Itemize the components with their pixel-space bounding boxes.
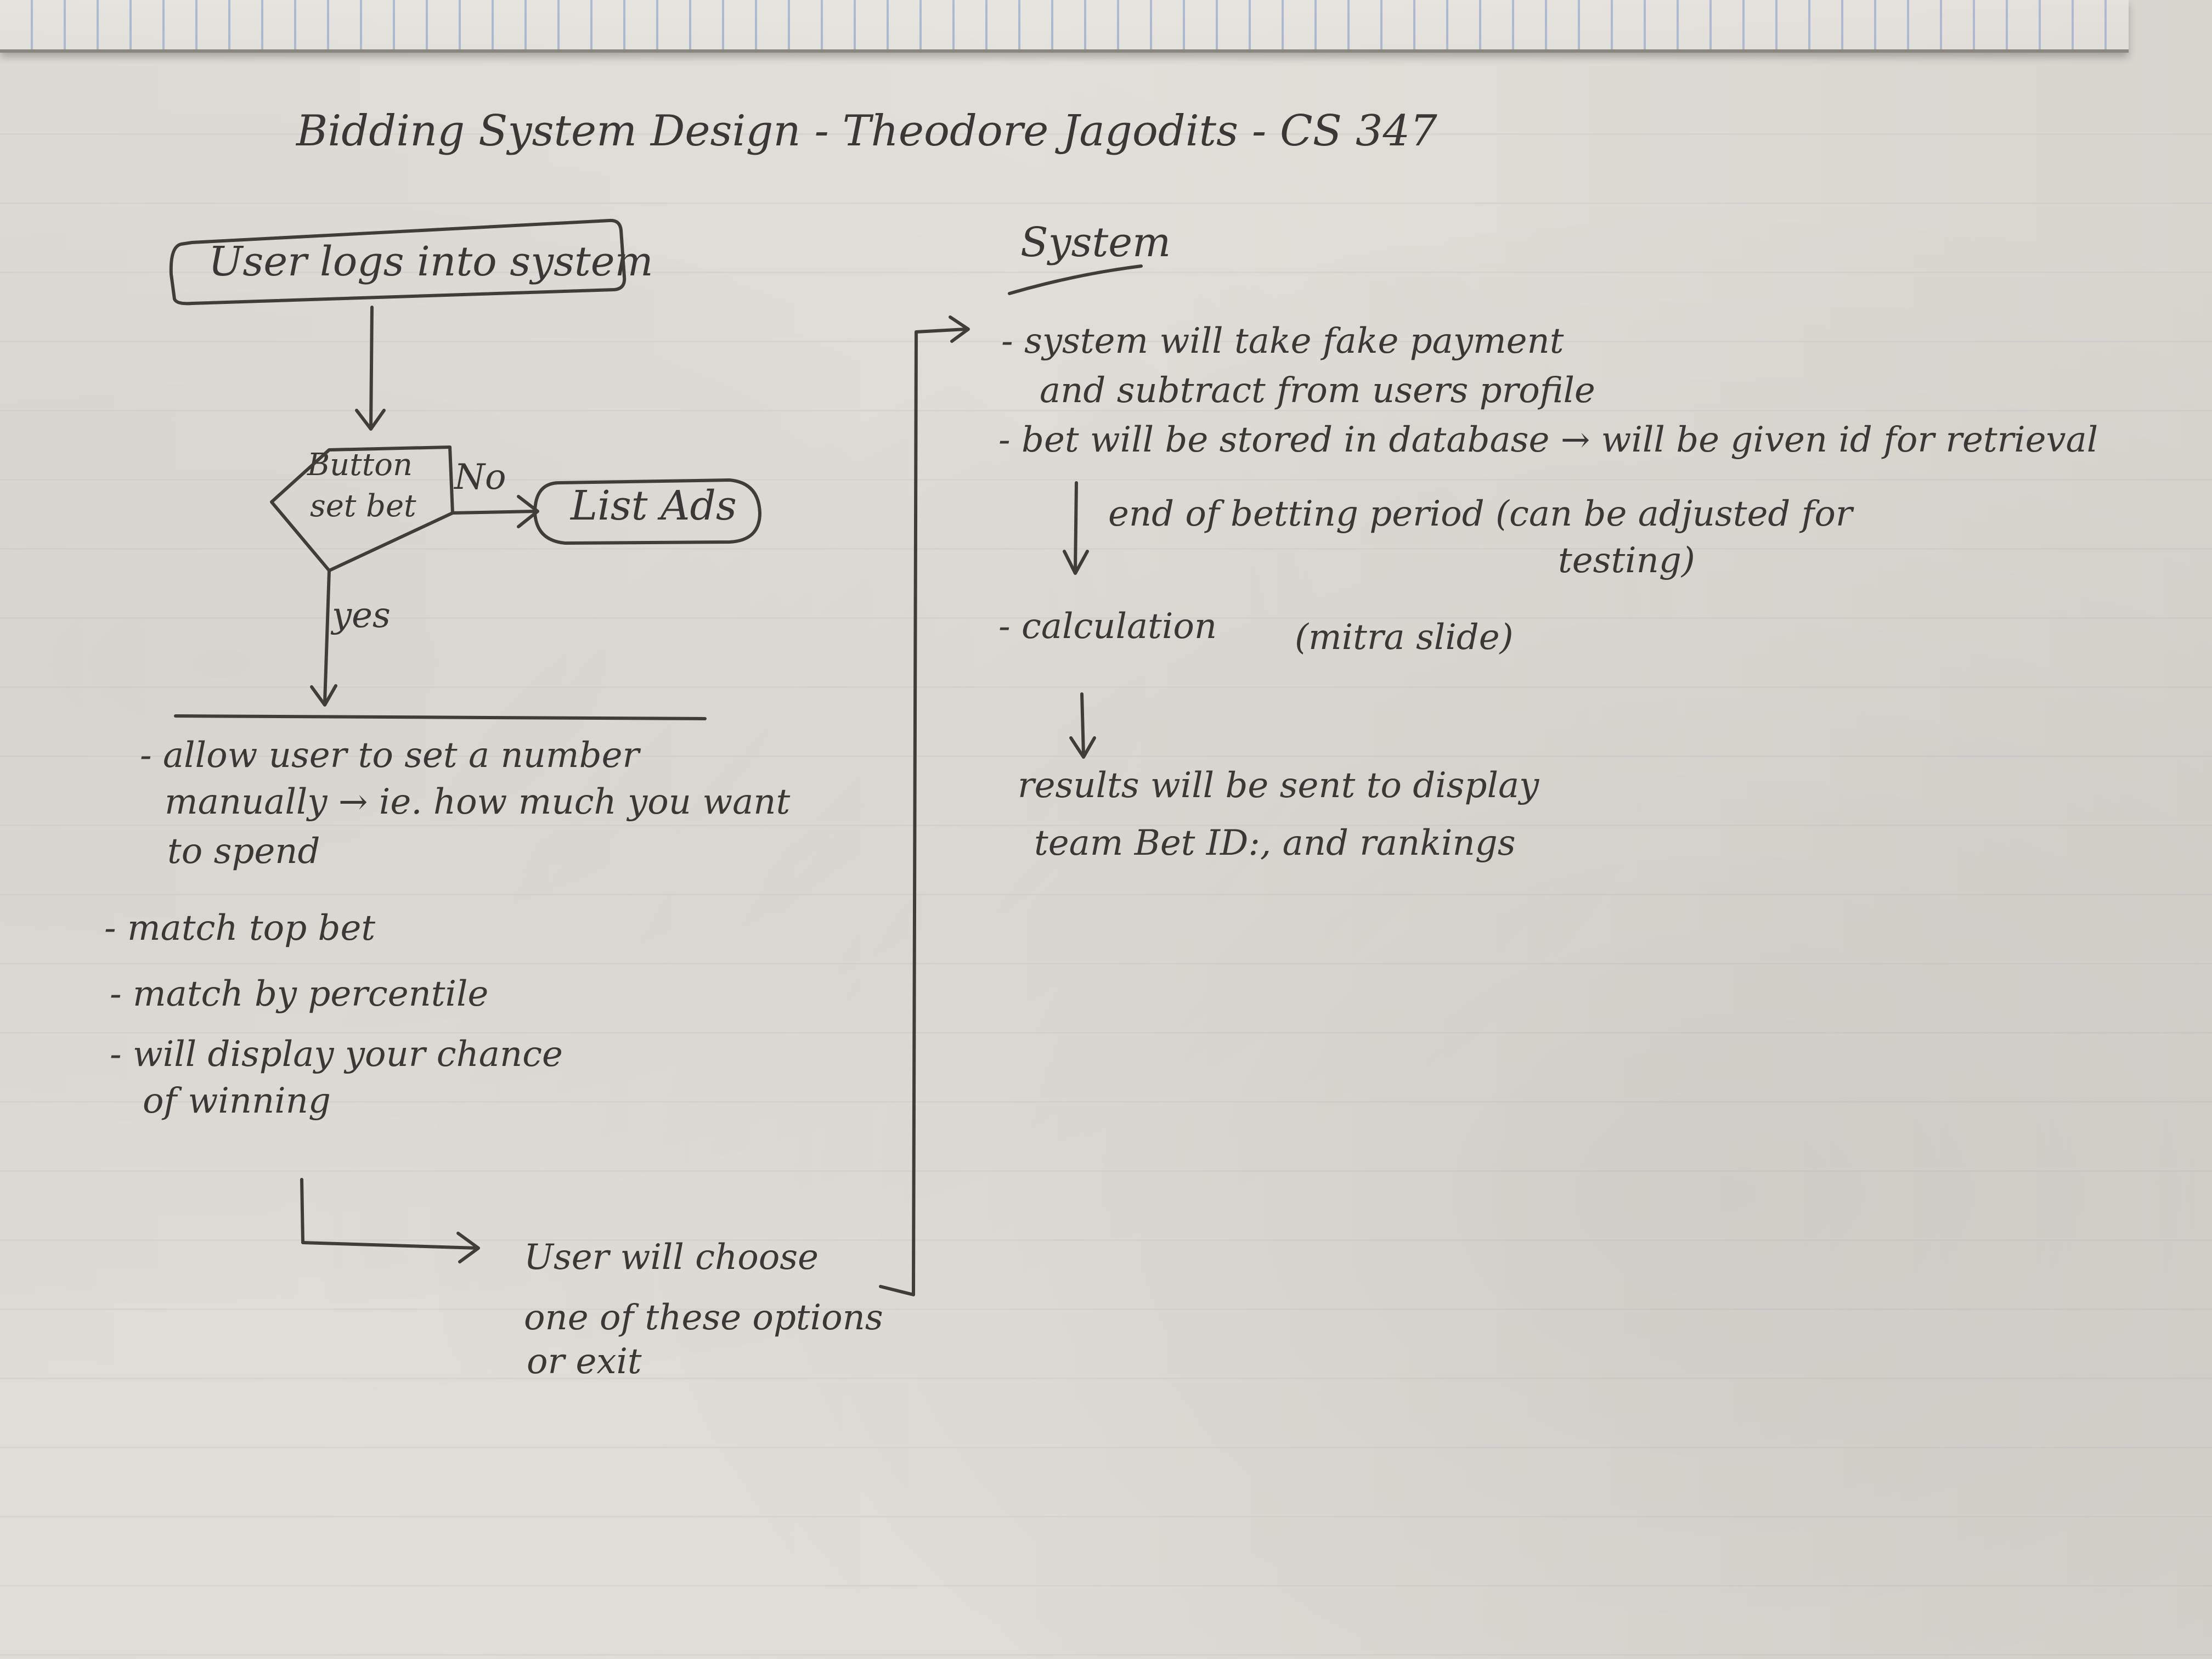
paper-ruling — [0, 66, 2212, 1659]
arrow-to-results — [1080, 692, 1085, 756]
system-line-3: - bet will be stored in database → will … — [998, 420, 2098, 460]
choice-note-line-1: User will choose — [524, 1237, 819, 1278]
decision-diamond — [270, 445, 454, 572]
system-line-4: end of betting period (can be adjusted f… — [1108, 494, 1853, 534]
choice-note-line-2: one of these options — [524, 1297, 883, 1338]
no-branch-label: No — [454, 457, 506, 498]
system-line-1: - system will take fake payment — [1001, 321, 1564, 362]
arrow-to-choice-note — [300, 1178, 479, 1250]
options-separator — [174, 714, 707, 720]
system-line-5: testing) — [1558, 540, 1695, 581]
option-line-1: - allow user to set a number — [140, 735, 640, 776]
option-line-7: of winning — [143, 1081, 331, 1121]
list-ads-oval — [533, 478, 761, 545]
bracket-to-system — [879, 328, 967, 1296]
system-line-2: and subtract from users profile — [1040, 370, 1595, 411]
option-line-5: - match by percentile — [110, 974, 489, 1014]
top-graph-paper-sheet — [0, 0, 2129, 53]
system-line-9: team Bet ID:, and rankings — [1034, 823, 1516, 864]
system-line-6: - calculation — [998, 606, 1217, 647]
system-heading: System — [1020, 219, 1171, 266]
start-node-box — [169, 218, 627, 306]
system-line-7: (mitra slide) — [1295, 617, 1514, 658]
option-line-6: - will display your chance — [110, 1034, 563, 1075]
option-line-4: - match top bet — [104, 908, 376, 949]
list-ads-node-label: List Ads — [571, 482, 737, 529]
decision-node-label-2: set bet — [310, 488, 416, 524]
arrow-yes-branch — [323, 569, 331, 704]
option-line-2: manually → ie. how much you want — [165, 782, 791, 822]
arrow-to-end-of-betting — [1074, 481, 1078, 572]
start-node-label: User logs into system — [208, 238, 653, 285]
yes-branch-label: yes — [332, 595, 391, 636]
arrow-start-to-decision — [369, 306, 374, 430]
arrow-no-branch — [451, 510, 537, 515]
option-line-3: to spend — [167, 831, 320, 872]
system-line-8: results will be sent to display — [1018, 765, 1539, 806]
diagram-title: Bidding System Design - Theodore Jagodit… — [296, 106, 1437, 156]
system-heading-underline — [1008, 264, 1143, 295]
choice-note-line-3: or exit — [527, 1341, 642, 1382]
